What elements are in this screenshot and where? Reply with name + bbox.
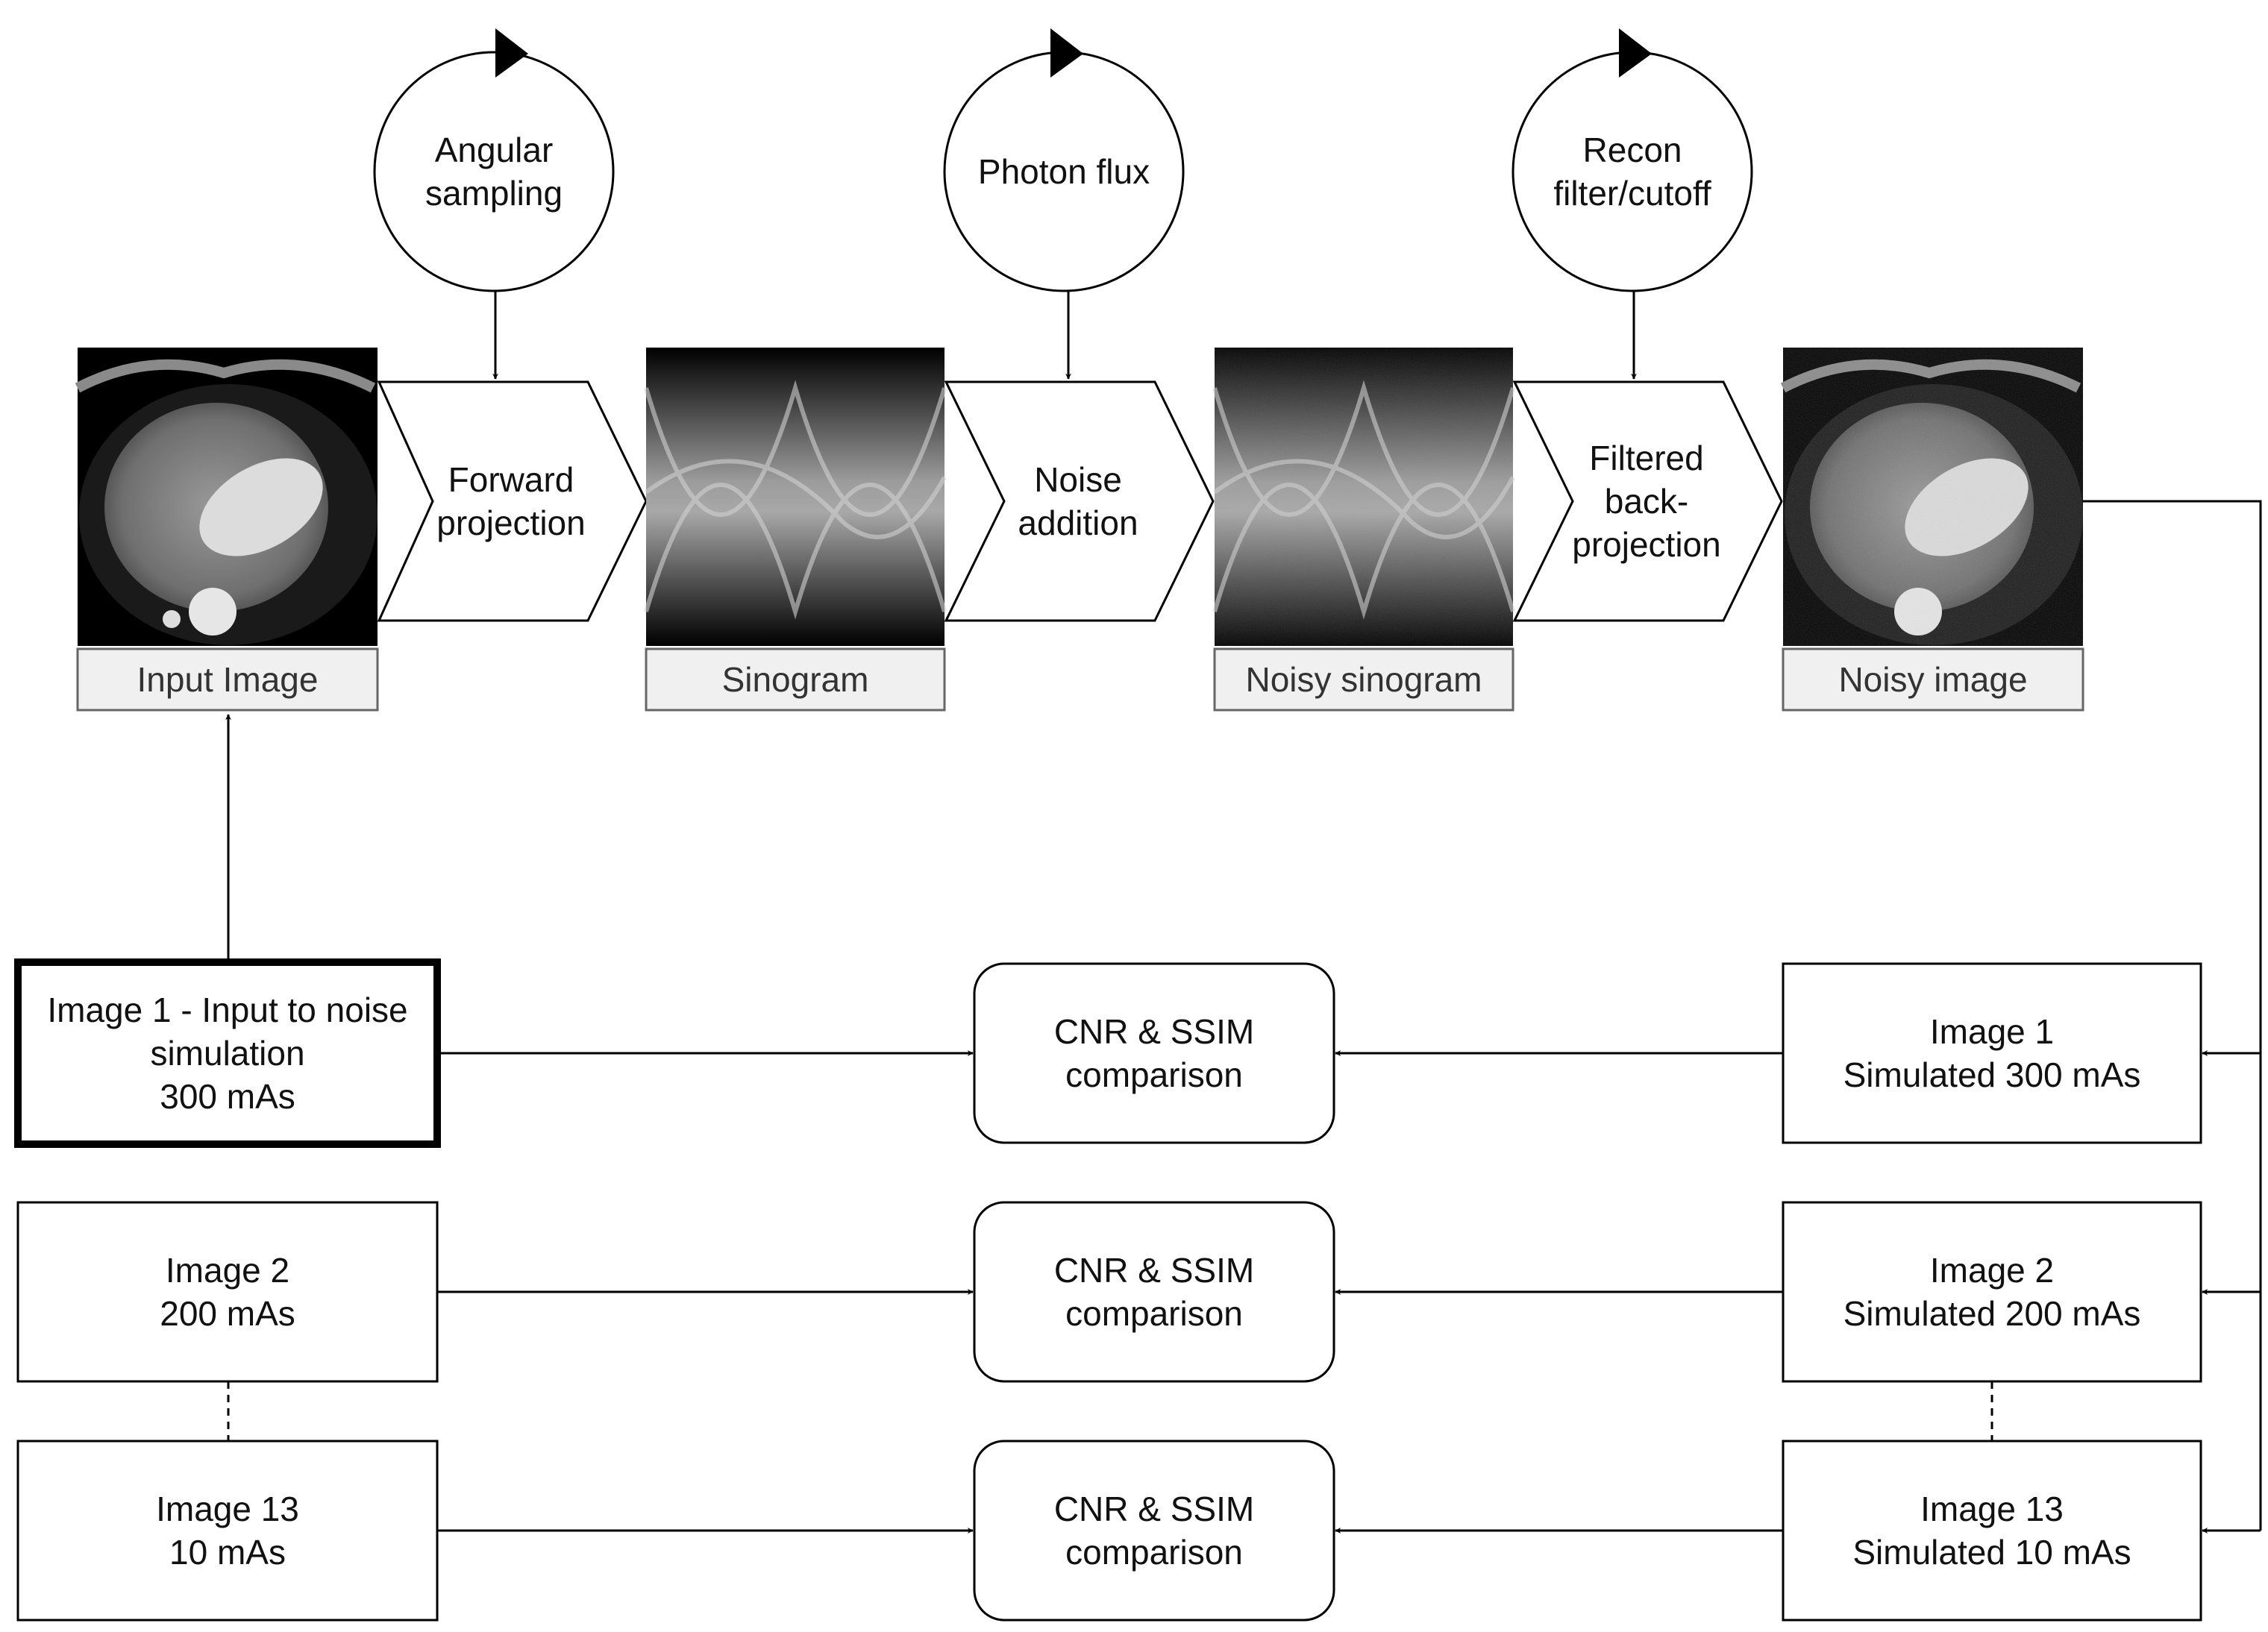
- angular-sampling-label: Angular sampling: [425, 131, 563, 213]
- forward-projection-label: Forward projection: [436, 460, 586, 542]
- image1-real-label: Image 1 - Input to noise simulation 300 …: [47, 991, 408, 1116]
- input-image-caption: Input Image: [137, 660, 319, 699]
- image1-real-box: [14, 958, 441, 1148]
- image2-real-box: [16, 1201, 439, 1383]
- forward-projection-step: [377, 380, 648, 622]
- image13-simulated-box: [1782, 1440, 2202, 1622]
- comparison-label-1: CNR & SSIM comparison: [1053, 1012, 1255, 1094]
- noisy-image-caption: Noisy image: [1838, 660, 2028, 699]
- photon-flux-label: Photon flux: [977, 152, 1150, 191]
- comparison-label-2: CNR & SSIM comparison: [1053, 1251, 1255, 1333]
- noisy-sinogram-caption-box: [1213, 647, 1514, 712]
- sinogram-caption-box: [645, 647, 946, 712]
- image13-real-box: [16, 1440, 439, 1622]
- recon-filter-label: Recon filter/cutoff: [1553, 131, 1711, 213]
- image1-simulated-label: Image 1 Simulated 300 mAs: [1843, 1012, 2141, 1094]
- image13-simulated-label: Image 13 Simulated 10 mAs: [1852, 1490, 2131, 1572]
- rotation-arrow-icon: [1619, 28, 1652, 78]
- image2-simulated-box: [1782, 1201, 2202, 1383]
- noisy-ct-image: [1780, 348, 2083, 646]
- comparison-box-1: [973, 962, 1335, 1144]
- filtered-backprojection-step: [1512, 380, 1783, 622]
- sinogram-image: [644, 348, 947, 646]
- noise-addition-label: Noise addition: [1018, 460, 1138, 542]
- comparison-label-13: CNR & SSIM comparison: [1053, 1490, 1255, 1572]
- filtered-backprojection-label: Filtered back- projection: [1572, 439, 1721, 564]
- image1-simulated-box: [1782, 962, 2202, 1144]
- comparison-box-2: [973, 1201, 1335, 1383]
- input-ct-image: [75, 348, 378, 646]
- input-image-caption-box: [76, 647, 379, 712]
- angular-sampling-node: [373, 28, 615, 292]
- rotation-arrow-icon: [495, 28, 528, 78]
- photon-flux-node: [943, 28, 1185, 292]
- rotation-arrow-icon: [1050, 28, 1083, 78]
- sinogram-caption: Sinogram: [721, 660, 869, 699]
- noise-addition-step: [944, 380, 1215, 622]
- noisy-sinogram-caption: Noisy sinogram: [1245, 660, 1482, 699]
- noisy-image-caption-box: [1782, 647, 2084, 712]
- image13-real-label: Image 13 10 mAs: [156, 1490, 299, 1572]
- noisy-sinogram-image: [1212, 348, 1515, 646]
- recon-filter-node: [1512, 28, 1753, 292]
- image2-simulated-label: Image 2 Simulated 200 mAs: [1843, 1251, 2141, 1333]
- comparison-box-13: [973, 1440, 1335, 1622]
- image2-real-label: Image 2 200 mAs: [160, 1251, 295, 1333]
